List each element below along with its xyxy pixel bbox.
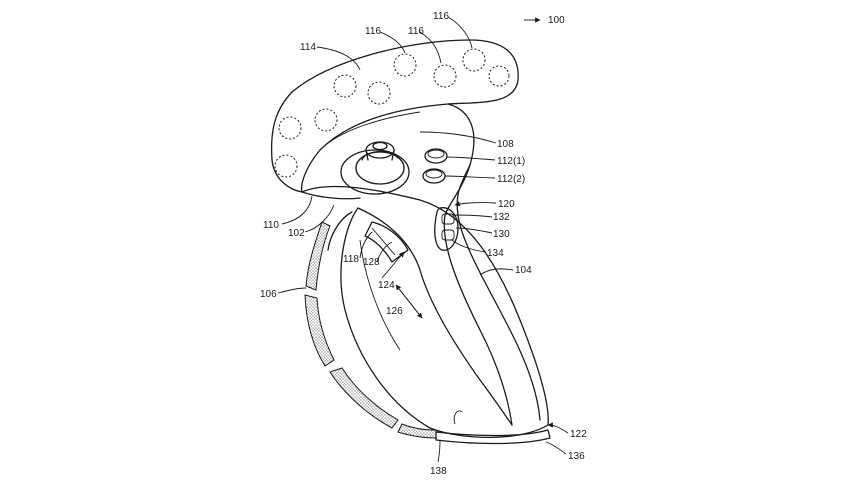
ref-114: 114: [300, 42, 316, 53]
ref-106: 106: [260, 289, 277, 300]
ref-116-left: 116: [365, 26, 381, 37]
controller-body: [301, 103, 549, 439]
grip-pads: [304, 221, 437, 439]
ref-136: 136: [568, 451, 585, 462]
ref-122: 122: [570, 429, 587, 440]
face-button-2: [422, 168, 446, 184]
ref-124: 124: [378, 280, 395, 291]
reference-numerals: 100 114 116 116 116 108 112(1) 112(2) 12…: [260, 11, 587, 477]
ref-132: 132: [493, 212, 510, 223]
ref-108: 108: [497, 139, 514, 150]
ref-112-1: 112(1): [497, 156, 525, 167]
ref-104: 104: [515, 265, 532, 276]
ref-116-middle: 116: [408, 26, 424, 37]
ref-100: 100: [548, 15, 565, 26]
ref-112-2: 112(2): [497, 174, 525, 185]
bottom-cap: [435, 410, 551, 445]
face-button-1: [424, 148, 448, 164]
ref-116-right: 116: [433, 11, 449, 22]
thumbstick: [340, 141, 410, 195]
ref-138: 138: [430, 466, 447, 477]
leader-lines: [277, 16, 569, 463]
ref-120: 120: [498, 199, 515, 210]
led-array: [274, 48, 510, 178]
trigger: [364, 221, 409, 263]
ref-130: 130: [493, 229, 510, 240]
tracking-ring: [270, 39, 519, 200]
ref-128: 128: [363, 257, 380, 268]
ref-110: 110: [263, 220, 279, 231]
ref-118: 118: [343, 254, 359, 265]
ref-102: 102: [288, 228, 305, 239]
side-button: [434, 207, 459, 251]
ref-134: 134: [487, 248, 504, 259]
ref-126: 126: [386, 306, 403, 317]
